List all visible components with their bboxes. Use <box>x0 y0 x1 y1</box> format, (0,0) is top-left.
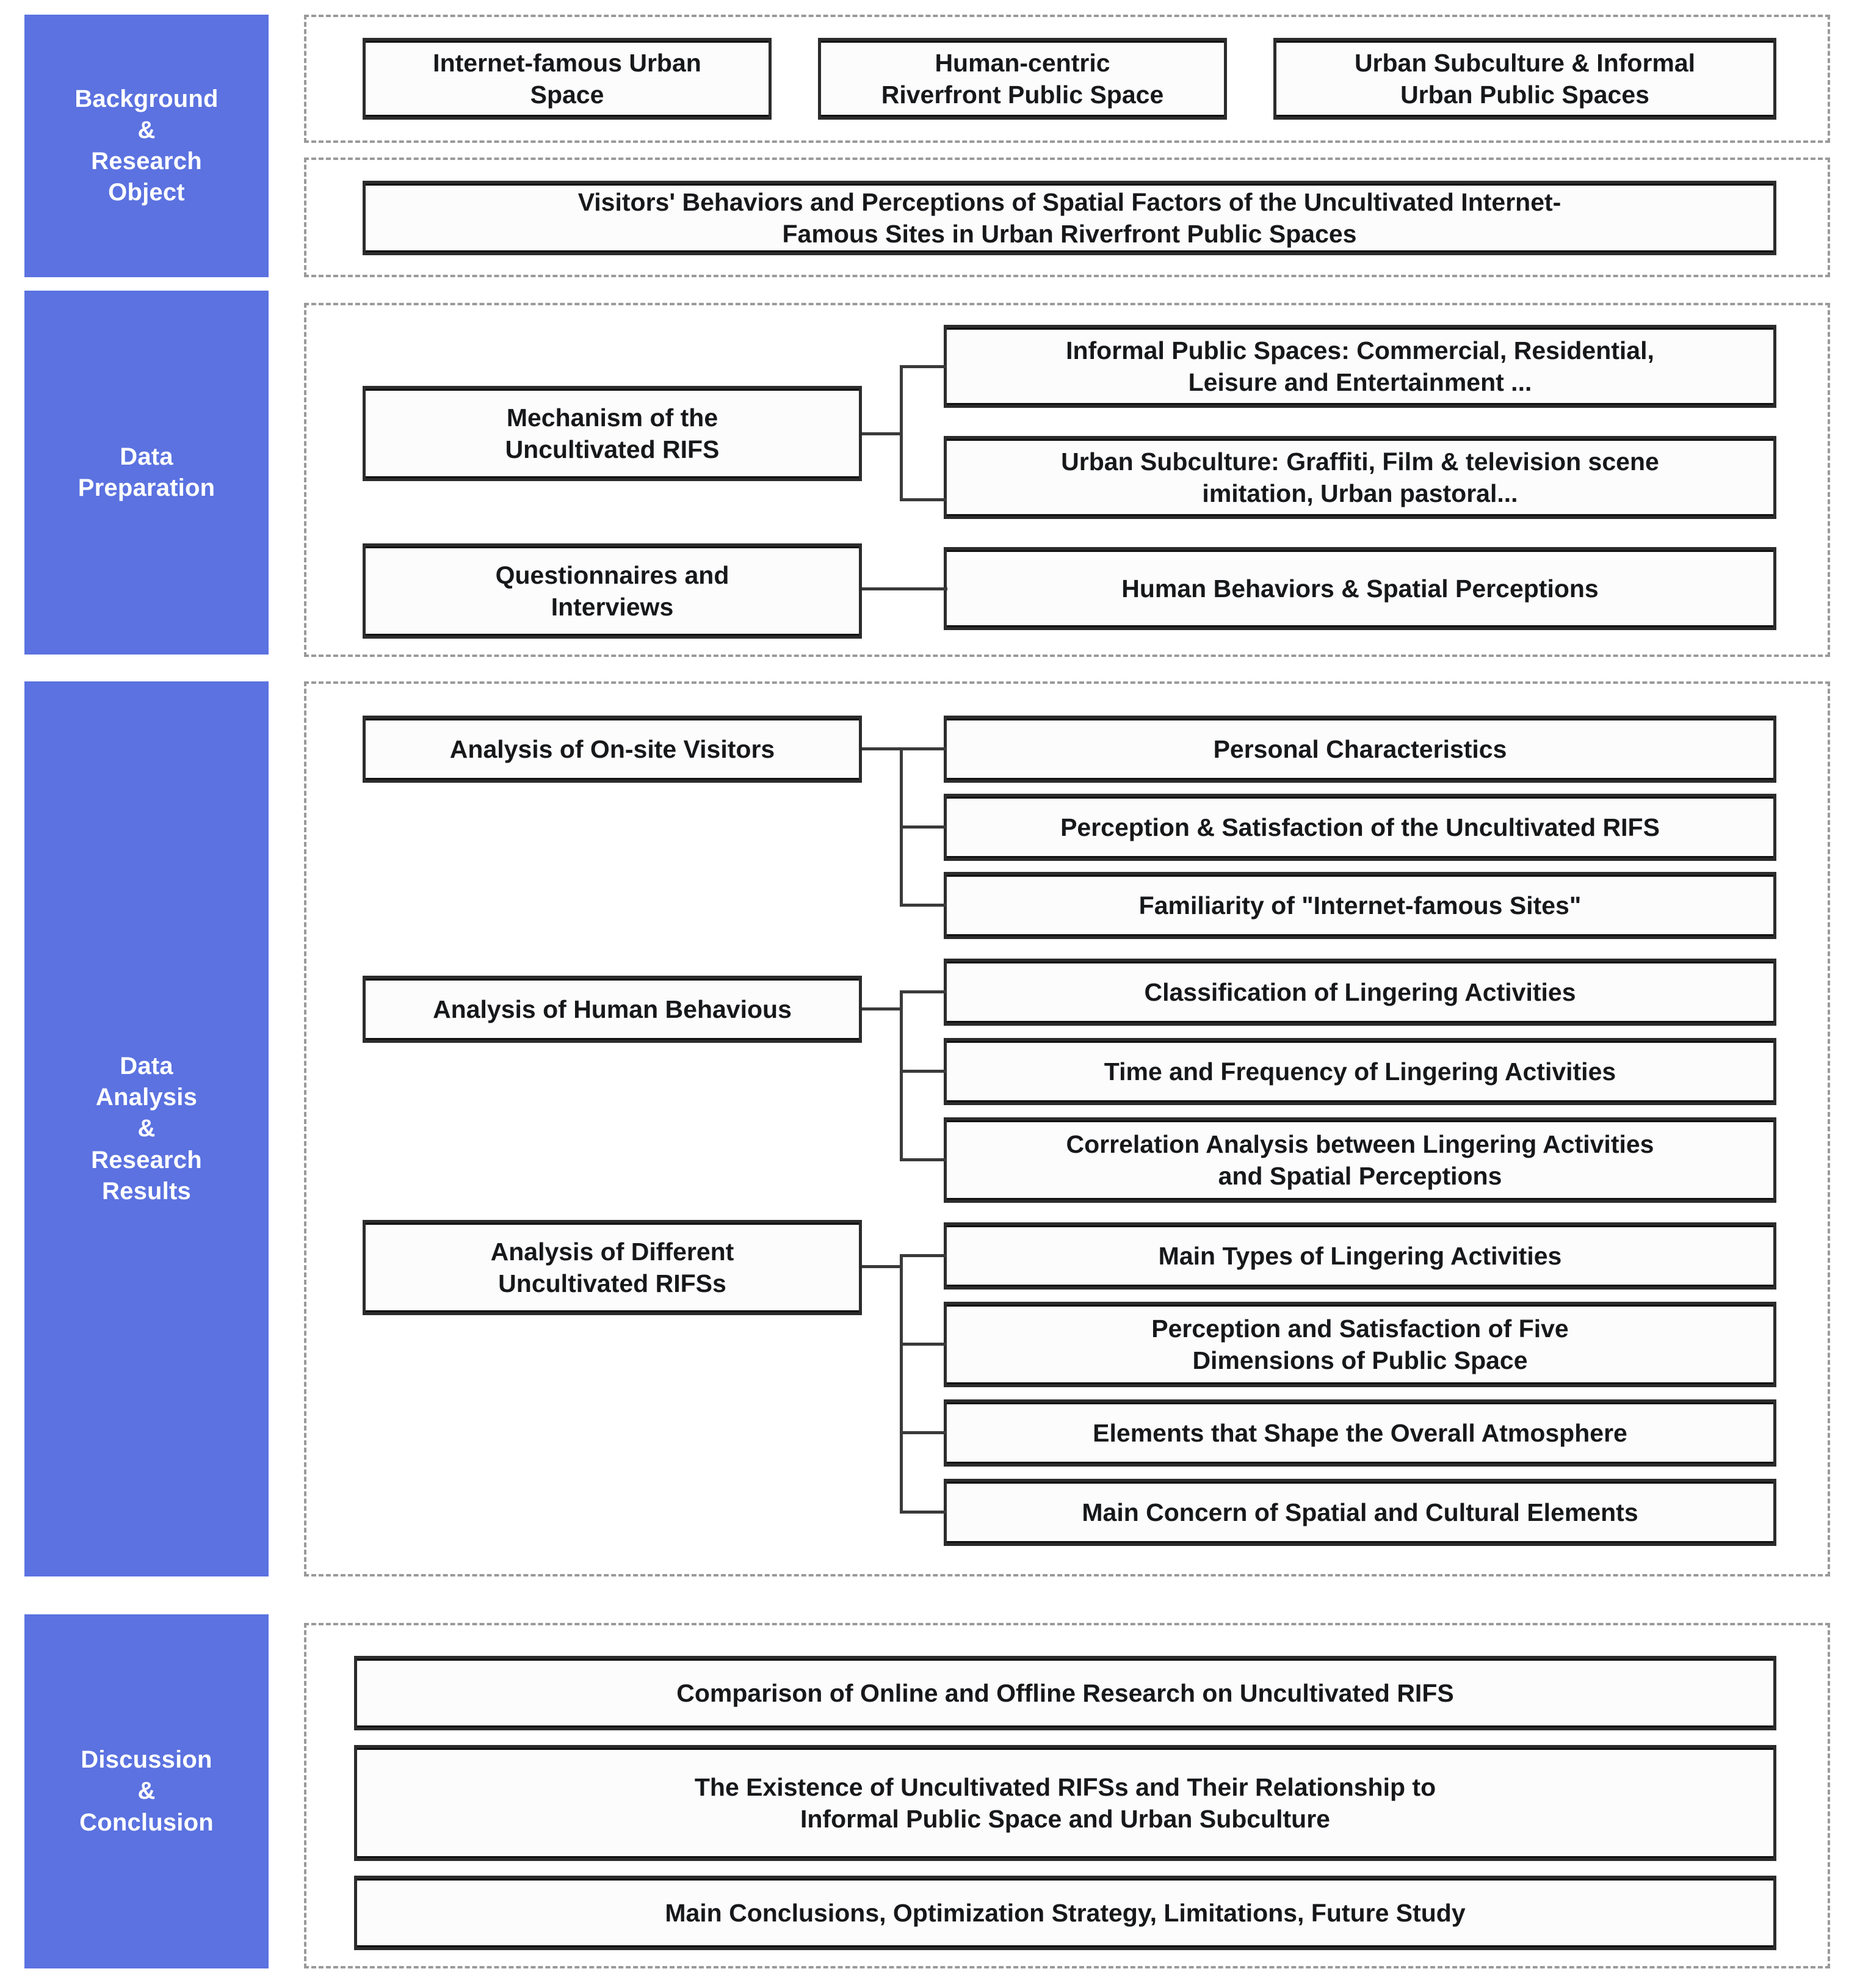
node-analysis-of-human-behavious: Analysis of Human Behavious <box>363 976 862 1043</box>
node-research-object: Visitors' Behaviors and Perceptions of S… <box>363 181 1776 255</box>
connector-mechanism-trunk <box>900 365 903 501</box>
connector-questionnaires-to-child <box>862 587 947 590</box>
group-discussion <box>304 1623 1830 1968</box>
connector-rifss-trunk <box>900 1254 903 1512</box>
node-main-concern-spatial-cultural-elements: Main Concern of Spatial and Cultural Ele… <box>944 1479 1776 1546</box>
node-time-frequency-lingering-activities: Time and Frequency of Lingering Activiti… <box>944 1038 1776 1105</box>
node-comparison-online-offline-research: Comparison of Online and Offline Researc… <box>354 1656 1776 1730</box>
connector-behavious-to-child-3 <box>900 1158 946 1161</box>
connector-behavious-to-child-1 <box>900 990 946 993</box>
node-urban-subculture-informal-public-spaces: Urban Subculture & Informal Urban Public… <box>1273 38 1776 120</box>
node-human-centric-riverfront-public-space: Human-centric Riverfront Public Space <box>818 38 1227 120</box>
stage-label-data-preparation: Data Preparation <box>24 291 269 655</box>
connector-visitors-to-child-3 <box>900 904 946 907</box>
connector-rifss-to-child-1 <box>900 1254 946 1257</box>
node-correlation-analysis-lingering-activities: Correlation Analysis between Lingering A… <box>944 1117 1776 1203</box>
node-analysis-of-on-site-visitors: Analysis of On-site Visitors <box>363 716 862 783</box>
connector-mechanism-stem <box>862 432 902 435</box>
group-data-analysis <box>304 681 1830 1576</box>
node-elements-shape-overall-atmosphere: Elements that Shape the Overall Atmosphe… <box>944 1399 1776 1467</box>
node-questionnaires-and-interviews: Questionnaires and Interviews <box>363 543 862 639</box>
connector-rifss-stem <box>862 1265 902 1268</box>
node-personal-characteristics: Personal Characteristics <box>944 716 1776 783</box>
connector-rifss-to-child-2 <box>900 1343 946 1346</box>
connector-mechanism-to-child-2 <box>900 498 946 501</box>
stage-label-data-analysis: Data Analysis & Research Results <box>24 681 269 1576</box>
node-analysis-of-different-uncultivated-rifss: Analysis of Different Uncultivated RIFSs <box>363 1220 862 1315</box>
connector-visitors-stem <box>862 747 902 750</box>
connector-visitors-to-child-1 <box>900 747 946 750</box>
connector-rifss-to-child-3 <box>900 1431 946 1434</box>
node-classification-of-lingering-activities: Classification of Lingering Activities <box>944 959 1776 1026</box>
node-internet-famous-urban-space: Internet-famous Urban Space <box>363 38 772 120</box>
stage-label-discussion: Discussion & Conclusion <box>24 1614 269 1968</box>
node-existence-uncultivated-rifss-relationship: The Existence of Uncultivated RIFSs and … <box>354 1745 1776 1861</box>
node-informal-public-spaces: Informal Public Spaces: Commercial, Resi… <box>944 325 1776 408</box>
stage-label-background: Background & Research Object <box>24 15 269 277</box>
connector-mechanism-to-child-1 <box>900 365 946 368</box>
connector-behavious-trunk <box>900 990 903 1161</box>
connector-behavious-to-child-2 <box>900 1070 946 1073</box>
node-perception-satisfaction-uncultivated-rifs: Perception & Satisfaction of the Unculti… <box>944 794 1776 861</box>
connector-behavious-stem <box>862 1007 902 1010</box>
node-main-conclusions-optimization-strategy: Main Conclusions, Optimization Strategy,… <box>354 1876 1776 1950</box>
node-main-types-of-lingering-activities: Main Types of Lingering Activities <box>944 1222 1776 1290</box>
node-familiarity-internet-famous-sites: Familiarity of "Internet-famous Sites" <box>944 872 1776 939</box>
group-background-row1 <box>304 15 1830 143</box>
node-urban-subculture-types: Urban Subculture: Graffiti, Film & telev… <box>944 436 1776 519</box>
node-perception-satisfaction-five-dimensions: Perception and Satisfaction of Five Dime… <box>944 1302 1776 1387</box>
node-mechanism-of-uncultivated-rifs: Mechanism of the Uncultivated RIFS <box>363 386 862 481</box>
group-data-preparation <box>304 303 1830 657</box>
group-background-row2 <box>304 158 1830 277</box>
node-human-behaviors-spatial-perceptions: Human Behaviors & Spatial Perceptions <box>944 547 1776 630</box>
connector-rifss-to-child-4 <box>900 1511 946 1514</box>
connector-visitors-to-child-2 <box>900 825 946 829</box>
